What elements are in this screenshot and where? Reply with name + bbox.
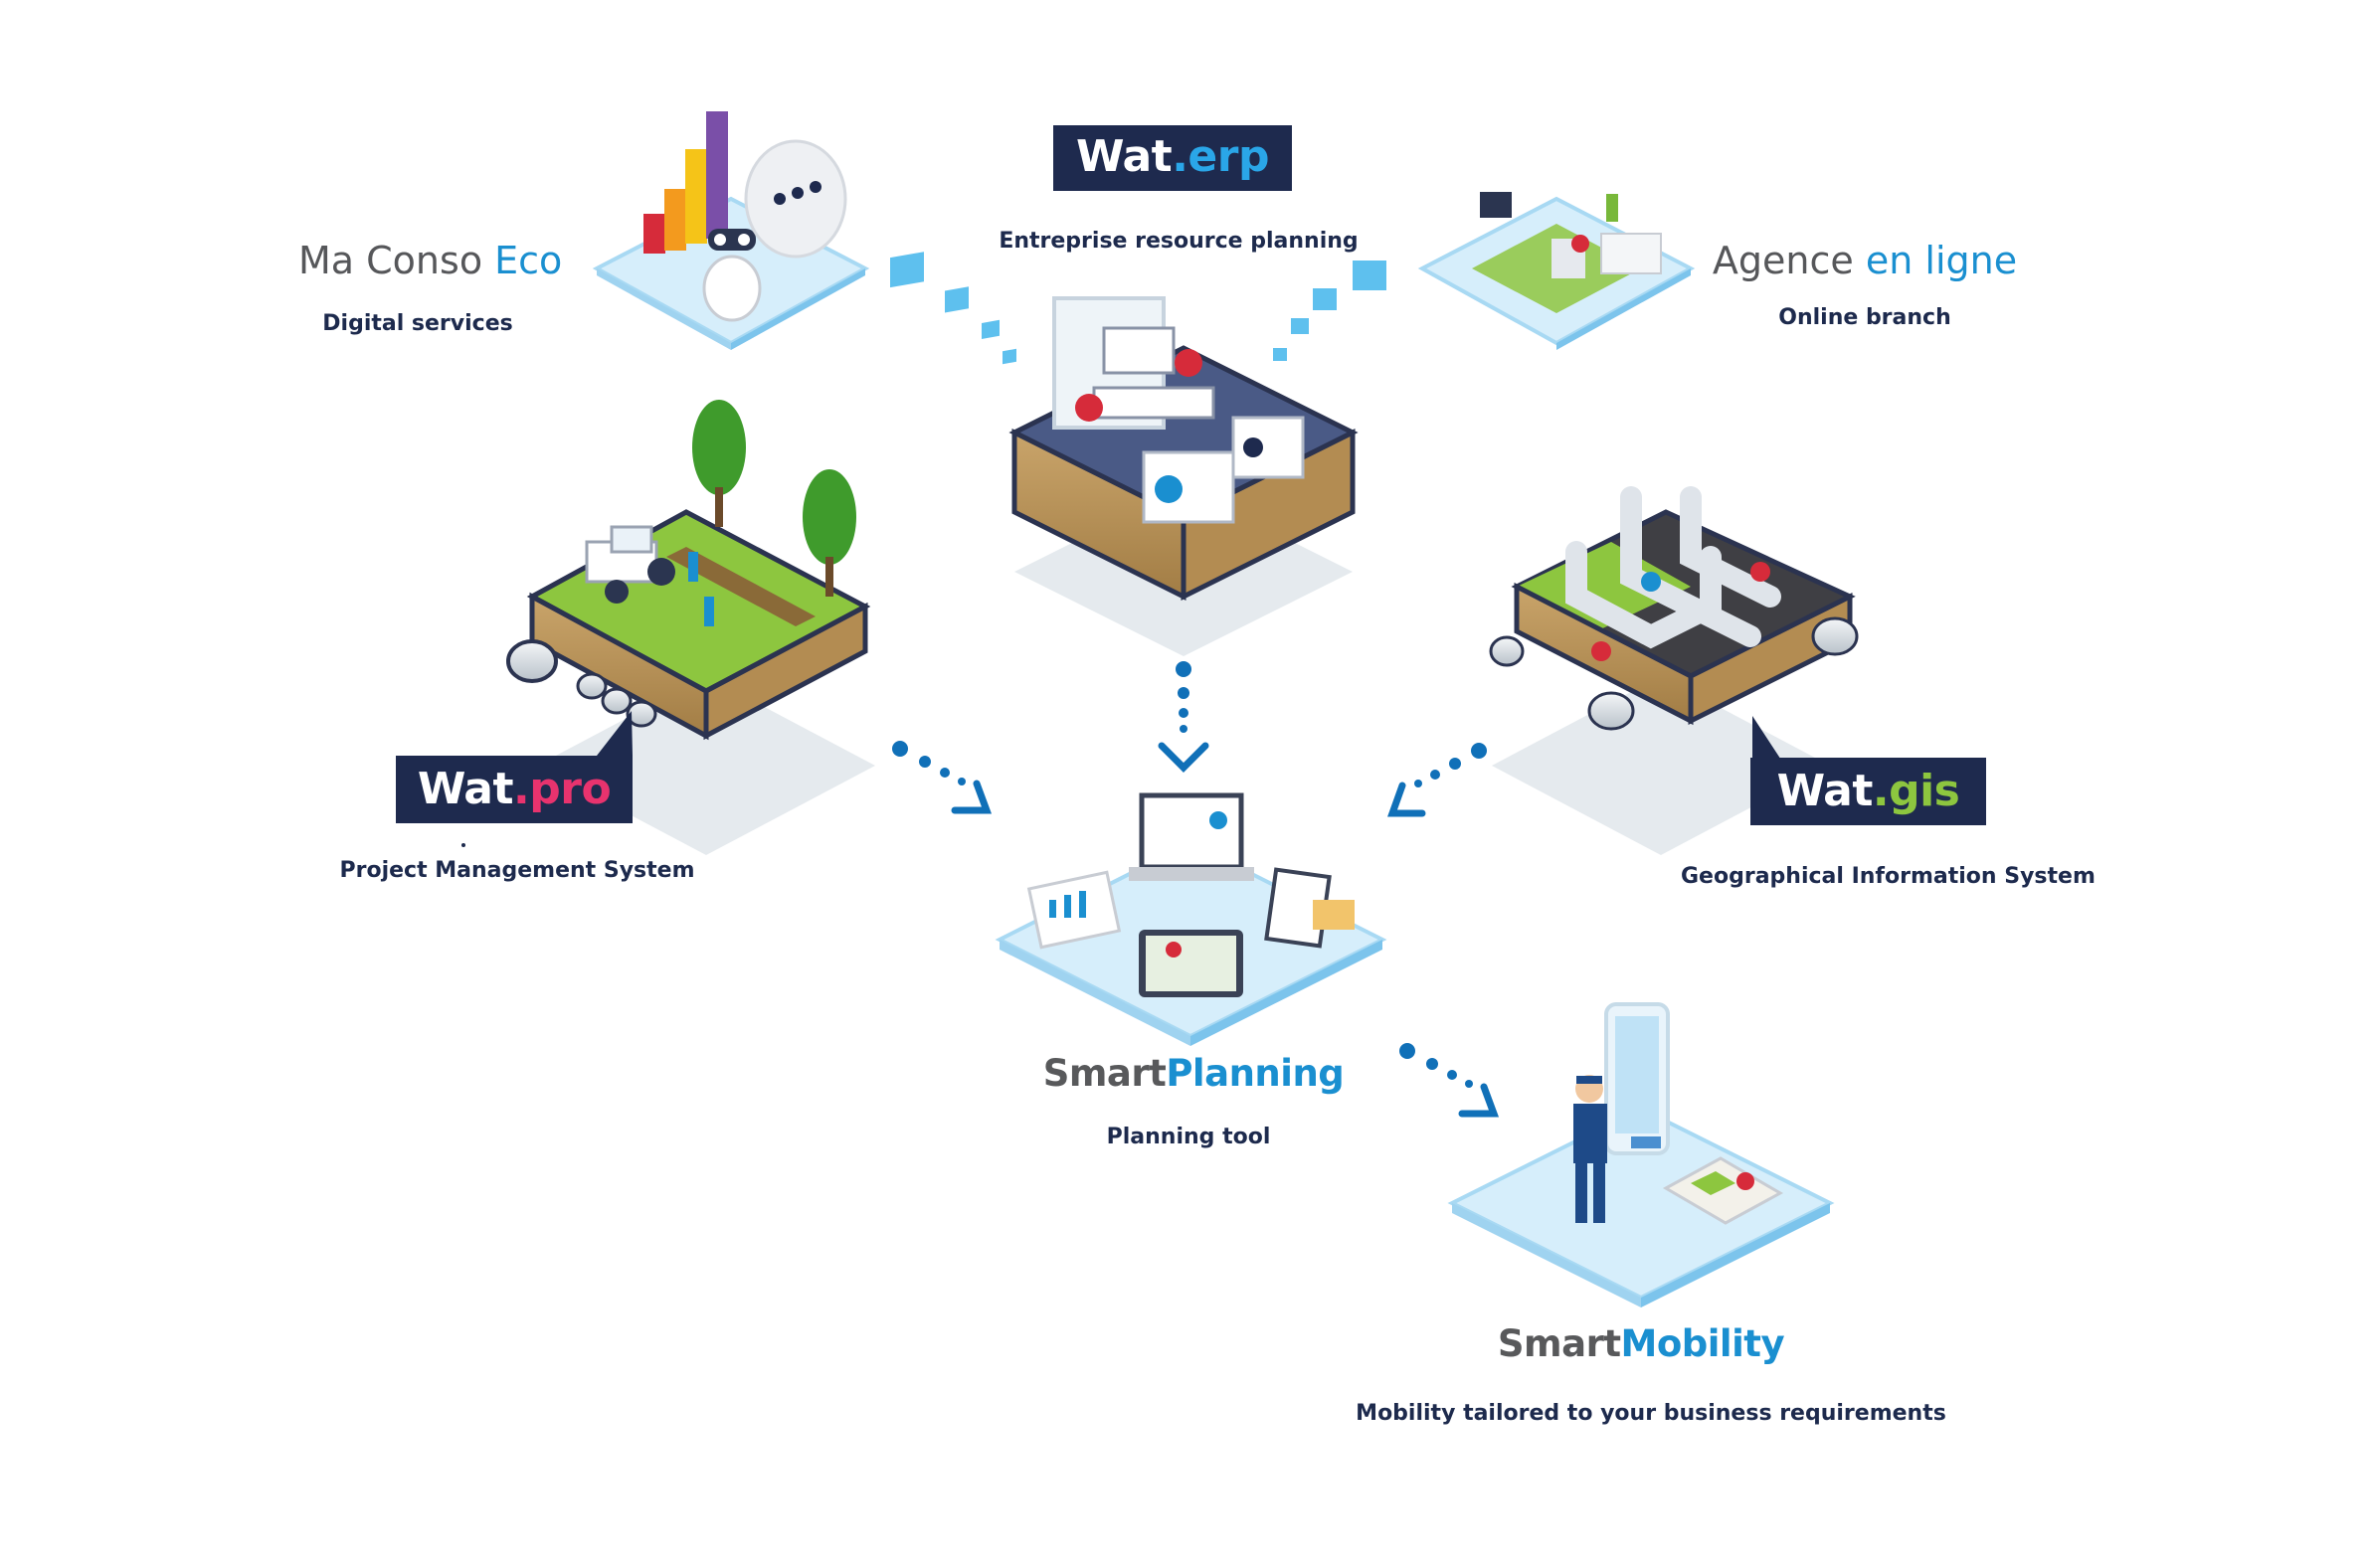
smart-planning-subtitle: Planning tool <box>1106 1125 1271 1149</box>
agence-en-ligne-illustration <box>1417 192 1696 350</box>
wat-erp-illustration <box>1008 296 1359 656</box>
wat-gis-badge-accent: .gis <box>1872 766 1960 816</box>
smart-mobility-title-main: Smart <box>1497 1322 1621 1365</box>
stray-dot <box>461 843 465 847</box>
ma-conso-eco-title-main: Ma Conso <box>298 239 495 282</box>
wat-gis-illustration <box>1489 486 1859 855</box>
smart-planning-illustration <box>995 792 1387 1046</box>
arrow-erp-to-planning <box>1158 661 1209 773</box>
agence-en-ligne-title-main: Agence <box>1712 239 1866 282</box>
smart-mobility-illustration <box>1447 1002 1835 1307</box>
wat-erp-badge: Wat.erp <box>1053 125 1292 191</box>
wat-gis-badge-main: Wat <box>1776 766 1874 816</box>
smart-mobility-subtitle: Mobility tailored to your business requi… <box>1356 1401 1946 1426</box>
smart-mobility-title: SmartMobility <box>1482 1322 1800 1365</box>
wat-pro-badge-accent: .pro <box>513 764 612 814</box>
smart-planning-title-accent: Planning <box>1166 1052 1345 1095</box>
arrow-planning-to-mobility <box>1399 1043 1500 1118</box>
wat-pro-subtitle: Project Management System <box>339 858 695 883</box>
wat-erp-badge-accent: .erp <box>1172 131 1269 182</box>
arrow-gis-to-planning <box>1387 743 1487 817</box>
wat-gis-subtitle: Geographical Information System <box>1681 864 2096 889</box>
agence-en-ligne-title-accent: en ligne <box>1865 239 2018 282</box>
smart-planning-title-main: Smart <box>1042 1052 1167 1095</box>
connector-cubes-right <box>1273 261 1386 361</box>
connector-cubes-left <box>890 252 1016 365</box>
agence-en-ligne-subtitle: Online branch <box>1778 305 1951 330</box>
wat-pro-badge-main: Wat <box>417 764 514 814</box>
ma-conso-eco-title: Ma Conso Eco <box>298 239 562 282</box>
wat-erp-badge-main: Wat <box>1076 131 1173 182</box>
ma-conso-eco-illustration <box>592 111 870 350</box>
agence-en-ligne-title: Agence en ligne <box>1701 239 2029 282</box>
wat-gis-badge: Wat.gis <box>1750 758 1986 825</box>
arrow-pro-to-planning <box>892 741 993 814</box>
smart-mobility-title-accent: Mobility <box>1620 1322 1785 1365</box>
wat-pro-badge: Wat.pro <box>396 756 633 823</box>
ma-conso-eco-title-accent: Eco <box>494 239 563 282</box>
ma-conso-eco-subtitle: Digital services <box>322 311 513 336</box>
smart-planning-title: SmartPlanning <box>1034 1052 1353 1095</box>
wat-erp-subtitle: Entreprise resource planning <box>999 229 1359 254</box>
